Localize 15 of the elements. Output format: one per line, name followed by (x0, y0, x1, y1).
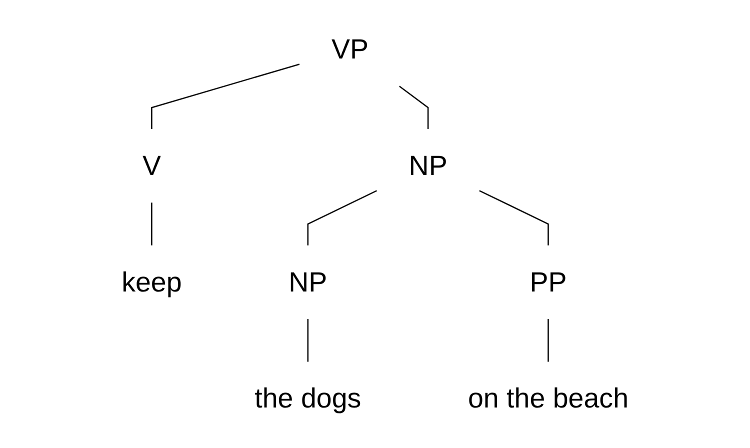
node-text: VP (331, 32, 368, 65)
connector (151, 202, 152, 246)
node-text: on the beach (468, 382, 628, 414)
connector (479, 190, 549, 246)
node-text: V (142, 149, 161, 182)
node-text: PP (530, 266, 567, 298)
connector (548, 319, 549, 362)
connector (307, 319, 308, 362)
connector (307, 190, 377, 246)
node-text: NP (288, 266, 328, 298)
node-text: keep (122, 266, 182, 298)
node-text: NP (408, 149, 448, 182)
connector (398, 86, 429, 129)
node-text: the dogs (254, 382, 362, 414)
connector (151, 64, 300, 129)
